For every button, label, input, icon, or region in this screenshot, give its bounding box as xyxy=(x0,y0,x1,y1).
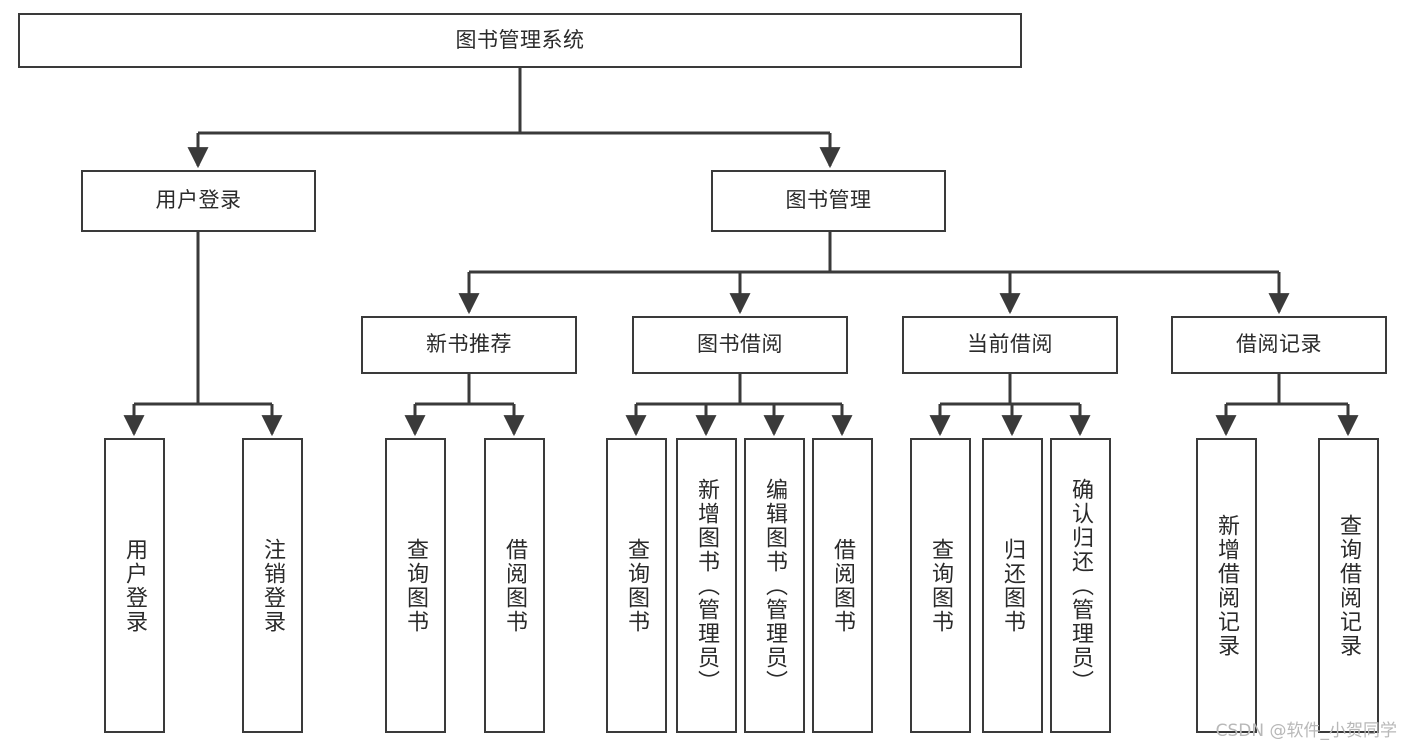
leaf-logout-label: 注销登录 xyxy=(260,537,286,634)
node-book-borrow[interactable]: 图书借阅 xyxy=(632,316,848,374)
leaf-user-login[interactable]: 用户登录 xyxy=(104,438,165,733)
leaf-add-book-admin-label: 新增图书（管理员） xyxy=(694,477,720,694)
node-borrow-record[interactable]: 借阅记录 xyxy=(1171,316,1387,374)
node-current-borrow[interactable]: 当前借阅 xyxy=(902,316,1118,374)
leaf-query-borrow-record-label: 查询借阅记录 xyxy=(1336,513,1362,658)
leaf-return-book[interactable]: 归还图书 xyxy=(982,438,1043,733)
leaf-borrow-book-label: 借阅图书 xyxy=(830,537,856,634)
leaf-query-book-new-label: 查询图书 xyxy=(403,537,429,634)
leaf-edit-book-admin[interactable]: 编辑图书（管理员） xyxy=(744,438,805,733)
leaf-query-book-current[interactable]: 查询图书 xyxy=(910,438,971,733)
leaf-borrow-book-new-label: 借阅图书 xyxy=(502,537,528,634)
leaf-borrow-book-new[interactable]: 借阅图书 xyxy=(484,438,545,733)
node-user-login-label: 用户登录 xyxy=(155,188,242,213)
leaf-query-borrow-record[interactable]: 查询借阅记录 xyxy=(1318,438,1379,733)
leaf-return-book-label: 归还图书 xyxy=(1000,537,1026,634)
node-book-management-label: 图书管理 xyxy=(785,188,872,213)
leaf-confirm-return-admin[interactable]: 确认归还（管理员） xyxy=(1050,438,1111,733)
leaf-logout[interactable]: 注销登录 xyxy=(242,438,303,733)
leaf-query-book-new[interactable]: 查询图书 xyxy=(385,438,446,733)
leaf-user-login-label: 用户登录 xyxy=(122,537,148,634)
leaf-edit-book-admin-label: 编辑图书（管理员） xyxy=(762,477,788,694)
leaf-add-book-admin[interactable]: 新增图书（管理员） xyxy=(676,438,737,733)
node-borrow-record-label: 借阅记录 xyxy=(1236,332,1322,357)
leaf-query-book-current-label: 查询图书 xyxy=(928,537,954,634)
leaf-borrow-book[interactable]: 借阅图书 xyxy=(812,438,873,733)
leaf-confirm-return-admin-label: 确认归还（管理员） xyxy=(1068,477,1094,694)
node-current-borrow-label: 当前借阅 xyxy=(967,332,1053,357)
node-book-borrow-label: 图书借阅 xyxy=(697,332,783,357)
watermark-text: CSDN @软件_小贺同学 xyxy=(1215,721,1397,741)
leaf-query-book-borrow-label: 查询图书 xyxy=(624,537,650,634)
node-book-management[interactable]: 图书管理 xyxy=(711,170,946,232)
node-new-book-recommend-label: 新书推荐 xyxy=(426,332,512,357)
leaf-add-borrow-record-label: 新增借阅记录 xyxy=(1214,513,1240,658)
node-root[interactable]: 图书管理系统 xyxy=(18,13,1022,68)
node-new-book-recommend[interactable]: 新书推荐 xyxy=(361,316,577,374)
leaf-add-borrow-record[interactable]: 新增借阅记录 xyxy=(1196,438,1257,733)
node-root-label: 图书管理系统 xyxy=(455,27,585,52)
leaf-query-book-borrow[interactable]: 查询图书 xyxy=(606,438,667,733)
node-user-login[interactable]: 用户登录 xyxy=(81,170,316,232)
